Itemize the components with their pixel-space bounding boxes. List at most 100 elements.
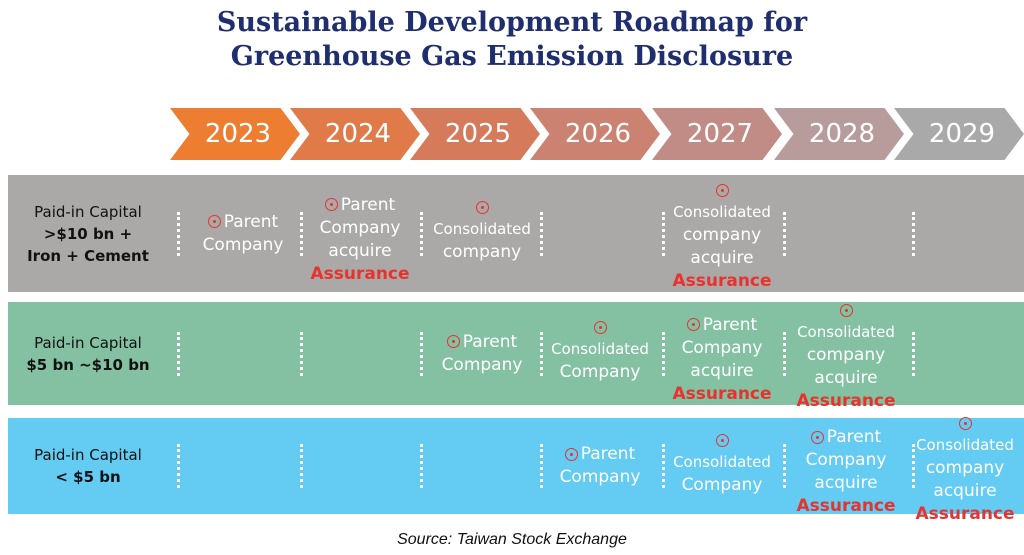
milestone-text-line: Parent [826, 427, 882, 447]
year-label: 2026 [564, 119, 632, 149]
assurance-label: Assurance [915, 503, 1015, 524]
dotted-divider [177, 331, 180, 376]
milestone-text: Consolidated [673, 201, 771, 224]
dotted-divider [177, 444, 180, 488]
milestone-text: Consolidated [797, 321, 895, 344]
target-marker-icon [715, 433, 729, 447]
year-label: 2025 [444, 119, 512, 149]
milestone-text-line: Parent [702, 314, 758, 335]
dotted-divider [540, 211, 543, 256]
dotted-divider [177, 211, 180, 256]
milestone-text-line: Consolidated [673, 203, 771, 222]
year-arrow-2025: 2025 [410, 108, 540, 160]
milestone-text-line: company [682, 225, 762, 246]
year-label: 2027 [686, 119, 754, 149]
milestone-text: Parent [446, 331, 518, 354]
milestone-text-line: Parent [462, 331, 518, 352]
milestone-text-line: company [806, 345, 886, 366]
milestone-text-line: Parent [223, 211, 279, 232]
row-label-line: Paid-in Capital [34, 446, 142, 464]
dotted-divider [662, 444, 665, 488]
target-marker-icon [715, 184, 729, 198]
row-label-line: < $5 bn [55, 468, 121, 486]
row-label: Paid-in Capital < $5 bn [8, 418, 168, 514]
target-marker-icon [686, 318, 700, 331]
year-arrow-2023: 2023 [170, 108, 300, 160]
milestone-text-line: Company [202, 234, 284, 255]
dotted-divider [662, 211, 665, 256]
target-marker-icon [446, 335, 460, 348]
milestone-text-line: acquire [690, 248, 754, 269]
milestone-text: acquire [690, 360, 753, 383]
milestone-text-line: Company [441, 354, 523, 375]
row-label-line: Paid-in Capital [34, 202, 142, 221]
milestone-text: Company [203, 234, 284, 257]
milestone-text-line: Company [805, 450, 887, 470]
dotted-divider [912, 331, 915, 376]
assurance-label: Assurance [796, 496, 896, 516]
title-line-2: Greenhouse Gas Emission Disclosure [230, 41, 794, 72]
milestone-text: acquire [814, 472, 877, 495]
milestone-text-line: Consolidated [673, 452, 771, 471]
year-label: 2029 [928, 119, 996, 149]
milestone-text-line: Consolidated [433, 220, 531, 239]
target-marker-icon [593, 321, 607, 335]
milestone-text: Parent [686, 314, 758, 337]
dotted-divider [783, 211, 786, 256]
dotted-divider [300, 211, 303, 256]
milestone-text: acquire [814, 367, 877, 390]
milestone-text: Company [560, 361, 641, 384]
milestone-text-line: Consolidated [797, 323, 895, 342]
page-title: Sustainable Development Roadmap for Gree… [0, 6, 1024, 74]
milestone-text-line: Company [559, 362, 641, 383]
target-marker-icon [958, 416, 972, 430]
milestone-text: Company [560, 466, 641, 489]
dotted-divider [912, 444, 915, 488]
dotted-divider [300, 331, 303, 376]
dotted-divider [540, 444, 543, 488]
milestone-text: acquire [933, 480, 996, 503]
dotted-divider [540, 331, 543, 376]
year-label: 2024 [324, 119, 392, 149]
milestone-text: Company [682, 337, 763, 360]
milestone-text-line: Company [559, 467, 641, 487]
assurance-label: Assurance [672, 271, 772, 292]
milestone-text: company [683, 224, 761, 247]
milestone-text: Parent [324, 194, 396, 217]
milestone-text: Consolidated [551, 338, 649, 361]
source-caption: Source: Taiwan Stock Exchange [397, 531, 627, 548]
dotted-divider [420, 211, 423, 256]
dotted-divider [662, 331, 665, 376]
dotted-divider [300, 444, 303, 488]
dotted-divider [420, 444, 423, 488]
milestone-text: company [926, 457, 1004, 480]
year-label: 2028 [808, 119, 876, 149]
milestone-text: acquire [690, 247, 753, 270]
milestone-text-line: acquire [814, 473, 878, 493]
milestone-text-line: acquire [690, 360, 754, 381]
row-label-line: $5 bn ~$10 bn [26, 355, 150, 374]
milestone-text-line: Parent [340, 194, 396, 215]
milestone-text-line: Company [681, 474, 763, 495]
milestone-text-line: acquire [814, 368, 878, 389]
dotted-divider [783, 444, 786, 488]
milestone-text: Consolidated [916, 434, 1014, 457]
milestone-text: Parent [564, 443, 635, 466]
milestone-text: Parent [810, 426, 882, 449]
milestone-text: company [807, 344, 885, 367]
milestone-text-line: company [925, 457, 1005, 478]
target-marker-icon [324, 198, 338, 211]
milestone-text: Company [442, 354, 523, 377]
milestone-text-line: Company [681, 337, 763, 358]
year-arrow-2028: 2028 [774, 108, 904, 160]
